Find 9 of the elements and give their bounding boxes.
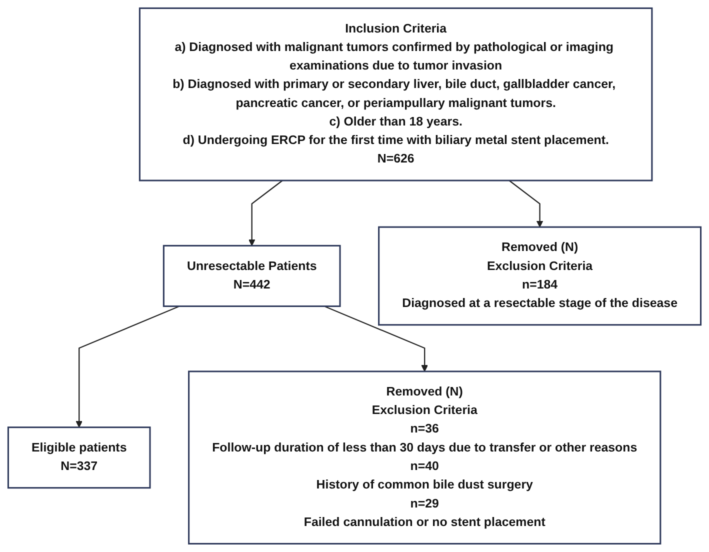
arrow xyxy=(76,306,180,428)
arrow xyxy=(324,306,428,372)
node-box: Eligible patients N=337 xyxy=(7,426,151,489)
node-box: Removed (N) Exclusion Criteria n=184 Diagnosed at a resectable stage of the disease xyxy=(378,226,702,326)
node-box: Inclusion Criteria a) Diagnosed with malignant tumors confirmed by pathological or imaging examinations due to tumor invasion b) Diagnosed with primary or secondary liver, bile duct, gallbladder cancer, pancreatic cancer, or periampullary malignant tumors. c) Older than 18 years. d) Undergoing ERCP for the first time with biliary metal stent placement. N=626 xyxy=(138,7,653,182)
arrow xyxy=(248,180,283,246)
arrow xyxy=(508,180,544,228)
node-box: Unresectable Patients N=442 xyxy=(162,244,341,308)
node-box: Removed (N) Exclusion Criteria n=36 Follow-up duration of less than 30 days due to transfer or other reasons n=40 History of common bile dust surgery n=29 Failed cannulation or no stent placement xyxy=(188,370,662,545)
